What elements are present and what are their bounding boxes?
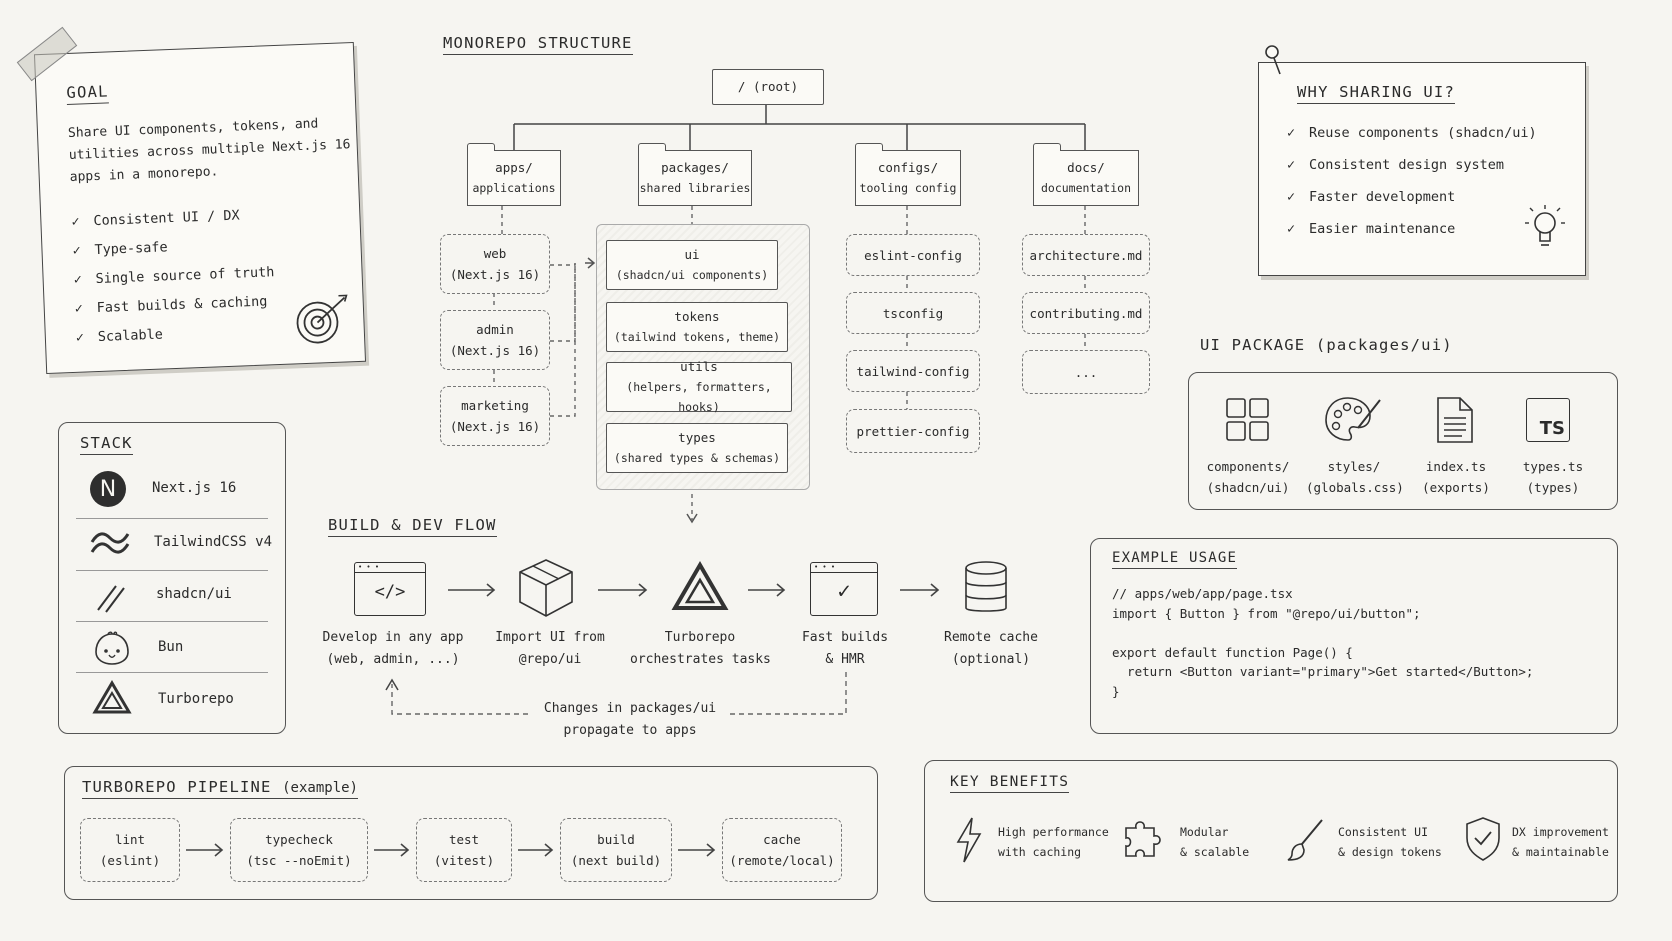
tailwind-icon xyxy=(90,532,130,554)
check-icon: ✓ xyxy=(1287,221,1296,237)
ui-item-components: components/(shadcn/ui) xyxy=(1206,459,1290,495)
goal-note: GOAL Share UI components, tokens, and ut… xyxy=(33,41,367,375)
pipeline-step-test: test(vitest) xyxy=(416,818,512,882)
why-item: ✓Easier maintenance xyxy=(1287,221,1456,237)
stack-label: TailwindCSS v4 xyxy=(154,534,273,550)
stack-label: shadcn/ui xyxy=(156,586,232,602)
flow-title: BUILD & DEV FLOW xyxy=(328,516,497,537)
stack-panel xyxy=(58,422,286,734)
stack-label: Bun xyxy=(158,639,184,655)
package-ui: ui(shadcn/ui components) xyxy=(606,240,778,290)
turborepo-icon xyxy=(671,561,729,610)
stack-label: Next.js 16 xyxy=(152,480,237,496)
app-marketing: marketing(Next.js 16) xyxy=(440,386,550,446)
bun-icon xyxy=(95,631,129,665)
flow-step-label: Remote cache(optional) xyxy=(944,630,1038,667)
stack-divider xyxy=(76,672,268,673)
folder-apps: apps/ applications xyxy=(466,143,561,206)
folder-packages: packages/ shared libraries xyxy=(637,143,752,206)
doc-architecture: architecture.md xyxy=(1022,234,1150,276)
pipeline-step-build: build(next build) xyxy=(560,818,672,882)
example-panel xyxy=(1090,538,1618,734)
folder-configs: configs/ tooling config xyxy=(854,143,961,206)
stack-divider xyxy=(76,621,268,622)
package-box-icon xyxy=(519,559,573,617)
check-icon: ✓ xyxy=(1287,157,1296,173)
stack-label: Turborepo xyxy=(158,691,234,707)
lightning-icon xyxy=(956,817,982,863)
config-eslint: eslint-config xyxy=(846,234,980,276)
check-icon: ✓ xyxy=(1287,189,1296,205)
why-note: WHY SHARING UI? ✓Reuse components (shadc… xyxy=(1258,62,1586,276)
file-icon xyxy=(1437,397,1473,443)
example-title: EXAMPLE USAGE xyxy=(1112,550,1238,569)
flow-step-label: Develop in any app(web, admin, ...) xyxy=(322,630,464,667)
stack-title: STACK xyxy=(80,434,133,455)
app-web: web(Next.js 16) xyxy=(440,234,550,294)
why-item: ✓Faster development xyxy=(1287,189,1456,205)
code-window-icon: • • • </> xyxy=(354,562,426,616)
package-tokens: tokens(tailwind tokens, theme) xyxy=(606,302,788,352)
stack-divider xyxy=(76,518,268,519)
grid-icon xyxy=(1226,398,1269,441)
shield-check-icon xyxy=(1466,817,1500,861)
ui-package-title: UI PACKAGE (packages/ui) xyxy=(1200,336,1453,354)
ui-item-styles: styles/(globals.css) xyxy=(1306,459,1404,495)
doc-contributing: contributing.md xyxy=(1022,292,1150,334)
benefit-label: Modular& scalable xyxy=(1180,825,1250,859)
lightbulb-icon xyxy=(1525,205,1565,246)
why-title: WHY SHARING UI? xyxy=(1297,83,1455,104)
pipeline-step-cache: cache(remote/local) xyxy=(722,818,842,882)
ui-item-types: types.ts(types) xyxy=(1522,459,1584,495)
benefits-panel xyxy=(924,760,1618,902)
benefit-label: Consistent UI& design tokens xyxy=(1338,825,1442,859)
palette-icon xyxy=(1325,397,1381,441)
check-window-icon: • • • ✓ xyxy=(810,562,878,616)
pipeline-step-typecheck: typecheck(tsc --noEmit) xyxy=(230,818,368,882)
app-admin: admin(Next.js 16) xyxy=(440,310,550,370)
folder-docs: docs/ documentation xyxy=(1032,143,1139,206)
doc-more: ... xyxy=(1022,350,1150,394)
stack-divider xyxy=(76,570,268,571)
config-prettier: prettier-config xyxy=(846,409,980,453)
config-tailwind: tailwind-config xyxy=(846,350,980,392)
pin-icon xyxy=(1265,45,1281,75)
flow-step-label: Import UI from@repo/ui xyxy=(495,630,605,667)
flow-step-label: Fast builds& HMR xyxy=(801,630,889,667)
typescript-icon: TS xyxy=(1526,398,1570,442)
ui-item-index: index.ts(exports) xyxy=(1422,459,1490,495)
ui-package-panel xyxy=(1188,372,1618,510)
why-item: ✓Consistent design system xyxy=(1287,157,1505,173)
target-icon xyxy=(296,294,348,344)
package-utils: utils(helpers, formatters, hooks) xyxy=(606,359,792,414)
benefits-title: KEY BENEFITS xyxy=(950,774,1070,793)
check-icon: ✓ xyxy=(1287,125,1296,141)
benefit-label: DX improvement& maintainable xyxy=(1512,825,1609,859)
shadcn-icon xyxy=(97,585,125,613)
puzzle-icon xyxy=(1125,821,1161,857)
root-node: / (root) xyxy=(712,69,824,105)
pipeline-panel xyxy=(64,766,878,900)
turborepo-icon xyxy=(92,680,132,714)
database-icon xyxy=(965,561,1007,612)
config-tsconfig: tsconfig xyxy=(846,292,980,334)
monorepo-title: MONOREPO STRUCTURE xyxy=(443,34,633,55)
why-item: ✓Reuse components (shadcn/ui) xyxy=(1287,125,1537,141)
brush-icon xyxy=(1287,819,1323,861)
package-types: types(shared types & schemas) xyxy=(606,423,788,473)
pipeline-title: TURBOREPO PIPELINE (example) xyxy=(82,778,358,799)
code-block: // apps/web/app/page.tsx import { Button… xyxy=(1112,586,1534,699)
pipeline-step-lint: lint(eslint) xyxy=(80,818,180,882)
nextjs-icon: N xyxy=(90,471,126,507)
